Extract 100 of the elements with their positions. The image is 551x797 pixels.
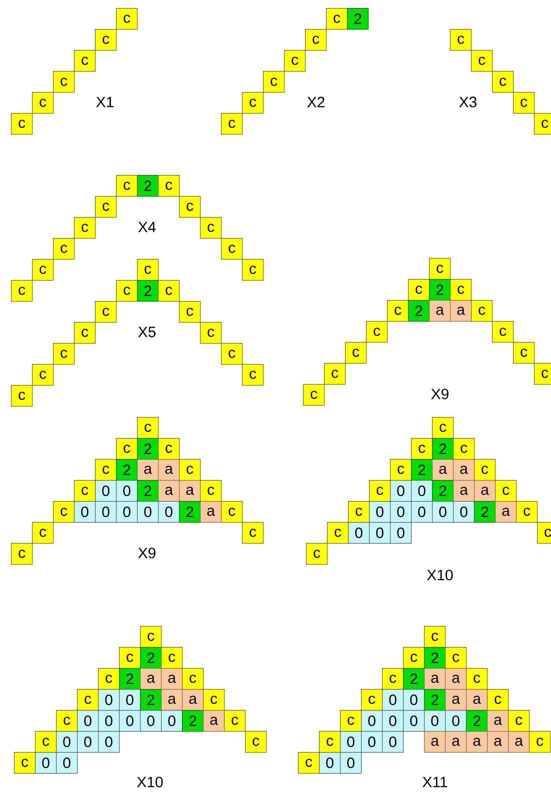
grid-cell: 0: [361, 731, 383, 753]
grid-cell: 2: [137, 280, 159, 302]
grid-cell: a: [140, 668, 162, 690]
grid-cell: c: [450, 279, 472, 301]
grid-cell: a: [445, 731, 467, 753]
grid-cell: c: [98, 668, 120, 690]
grid-cell: c: [56, 710, 78, 732]
grid-cell: a: [450, 300, 472, 322]
grid-cell: c: [369, 480, 391, 502]
grid-cell: c: [74, 480, 96, 502]
grid-cell: a: [429, 300, 451, 322]
grid-cell: a: [445, 668, 467, 690]
panel-label: X4: [138, 222, 156, 232]
grid-cell: c: [53, 71, 75, 93]
grid-cell: c: [221, 501, 243, 523]
grid-cell: c: [487, 689, 509, 711]
grid-cell: 0: [98, 689, 120, 711]
grid-cell: c: [242, 259, 264, 281]
grid-cell: c: [390, 459, 412, 481]
grid-cell: c: [245, 731, 267, 753]
grid-cell: c: [179, 301, 201, 323]
grid-cell: c: [348, 501, 370, 523]
grid-cell: 0: [116, 480, 138, 502]
grid-cell: 0: [119, 689, 141, 711]
panel-label: X2: [307, 96, 324, 108]
grid-cell: c: [529, 731, 551, 753]
grid-cell: 2: [182, 710, 204, 732]
grid-cell: 0: [95, 480, 117, 502]
grid-cell: a: [466, 689, 488, 711]
grid-cell: 2: [140, 689, 162, 711]
grid-cell: 2: [429, 279, 451, 301]
grid-cell: 0: [361, 710, 383, 732]
grid-cell: c: [242, 522, 264, 544]
grid-cell: 2: [466, 710, 488, 732]
grid-cell: c: [158, 438, 180, 460]
grid-cell: a: [161, 689, 183, 711]
grid-cell: a: [466, 731, 488, 753]
grid-cell: c: [74, 217, 96, 239]
grid-cell: c: [200, 217, 222, 239]
grid-cell: c: [179, 459, 201, 481]
grid-cell: 0: [319, 752, 341, 774]
grid-cell: 0: [98, 731, 120, 753]
grid-cell: c: [361, 689, 383, 711]
grid-cell: 0: [369, 522, 391, 544]
panel-label: X1: [96, 96, 114, 108]
grid-cell: c: [432, 417, 454, 439]
grid-cell: 2: [179, 501, 201, 523]
grid-cell: 0: [140, 710, 162, 732]
grid-cell: c: [95, 301, 117, 323]
grid-cell: 0: [98, 710, 120, 732]
grid-cell: c: [382, 668, 404, 690]
grid-cell: c: [53, 238, 75, 260]
grid-cell: c: [32, 92, 54, 114]
grid-cell: 0: [137, 501, 159, 523]
grid-cell: a: [137, 459, 159, 481]
grid-cell: c: [403, 647, 425, 669]
grid-cell: 0: [390, 501, 412, 523]
grid-cell: 2: [432, 480, 454, 502]
grid-cell: 2: [403, 668, 425, 690]
grid-cell: c: [516, 501, 538, 523]
grid-cell: 0: [77, 710, 99, 732]
grid-cell: c: [429, 258, 451, 280]
grid-cell: c: [77, 689, 99, 711]
grid-cell: a: [453, 480, 475, 502]
grid-cell: c: [534, 113, 551, 135]
grid-cell: c: [221, 113, 243, 135]
grid-cell: a: [158, 459, 180, 481]
grid-cell: 0: [445, 710, 467, 732]
grid-cell: c: [95, 196, 117, 218]
grid-cell: c: [203, 689, 225, 711]
grid-cell: c: [140, 626, 162, 648]
grid-cell: 0: [77, 731, 99, 753]
grid-cell: a: [161, 668, 183, 690]
grid-cell: 0: [95, 501, 117, 523]
grid-cell: 0: [403, 710, 425, 732]
grid-cell: c: [116, 438, 138, 460]
grid-cell: c: [74, 50, 96, 72]
grid-cell: c: [305, 29, 327, 51]
grid-cell: 2: [137, 438, 159, 460]
panel-label: X10: [136, 776, 163, 788]
grid-cell: a: [424, 668, 446, 690]
grid-cell: a: [424, 731, 446, 753]
grid-cell: a: [432, 459, 454, 481]
grid-cell: 0: [411, 501, 433, 523]
grid-cell: 2: [116, 459, 138, 481]
grid-cell: 0: [403, 689, 425, 711]
grid-cell: c: [471, 300, 493, 322]
grid-cell: c: [306, 543, 328, 565]
grid-cell: 0: [56, 752, 78, 774]
grid-cell: a: [487, 731, 509, 753]
grid-cell: c: [537, 522, 551, 544]
grid-cell: 0: [432, 501, 454, 523]
grid-cell: c: [534, 363, 551, 385]
grid-cell: c: [326, 8, 348, 30]
grid-cell: c: [179, 196, 201, 218]
grid-cell: c: [424, 626, 446, 648]
grid-cell: c: [513, 92, 535, 114]
grid-cell: c: [53, 501, 75, 523]
grid-cell: 2: [411, 459, 433, 481]
grid-cell: c: [161, 647, 183, 669]
